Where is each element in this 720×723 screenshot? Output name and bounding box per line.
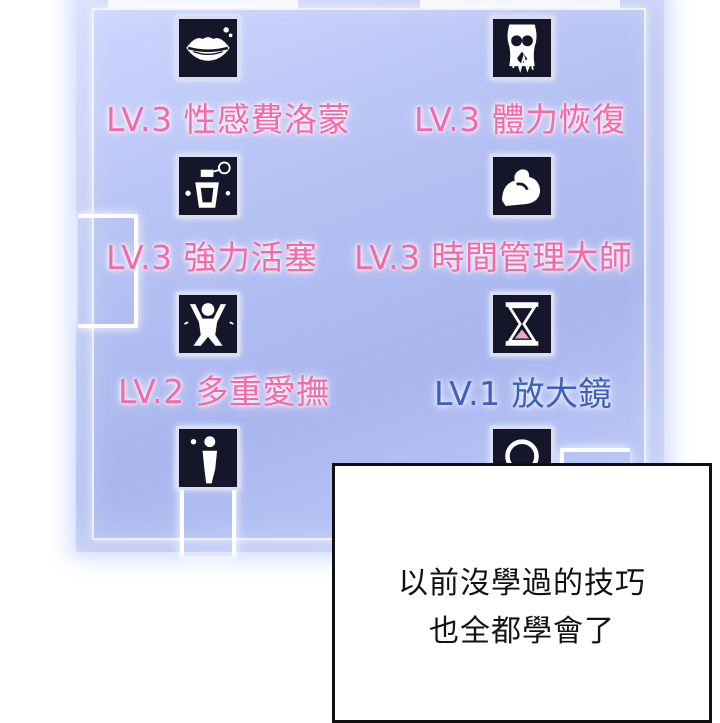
top-label-fragment-right <box>420 0 620 8</box>
caption-line-2: 也全都學會了 <box>429 614 615 649</box>
figure-icon <box>176 292 240 356</box>
perfume-bottle-icon <box>176 154 240 218</box>
skill-panel <box>76 0 664 552</box>
top-label-fragment-left <box>108 0 298 8</box>
skill-label-2: LV.3 體力恢復 <box>414 100 626 139</box>
hourglass-icon <box>490 292 554 356</box>
caption-line-1: 以前沒學過的技巧 <box>398 566 646 601</box>
standing-figure-icon <box>176 426 240 490</box>
skill-label-6: LV.1 放大鏡 <box>434 374 613 413</box>
frame-bracket-left <box>78 214 138 328</box>
skill-label-1: LV.3 性感費洛蒙 <box>106 100 352 139</box>
speech-caption-box: 以前沒學過的技巧 也全都學會了 <box>332 463 712 723</box>
flexed-arm-icon <box>490 154 554 218</box>
skill-label-3: LV.3 強力活塞 <box>106 238 318 277</box>
body-recovery-icon <box>490 16 554 80</box>
skill-label-4: LV.3 時間管理大師 <box>354 238 633 277</box>
skill-label-5: LV.2 多重愛撫 <box>118 372 330 411</box>
lips-icon <box>176 16 240 80</box>
